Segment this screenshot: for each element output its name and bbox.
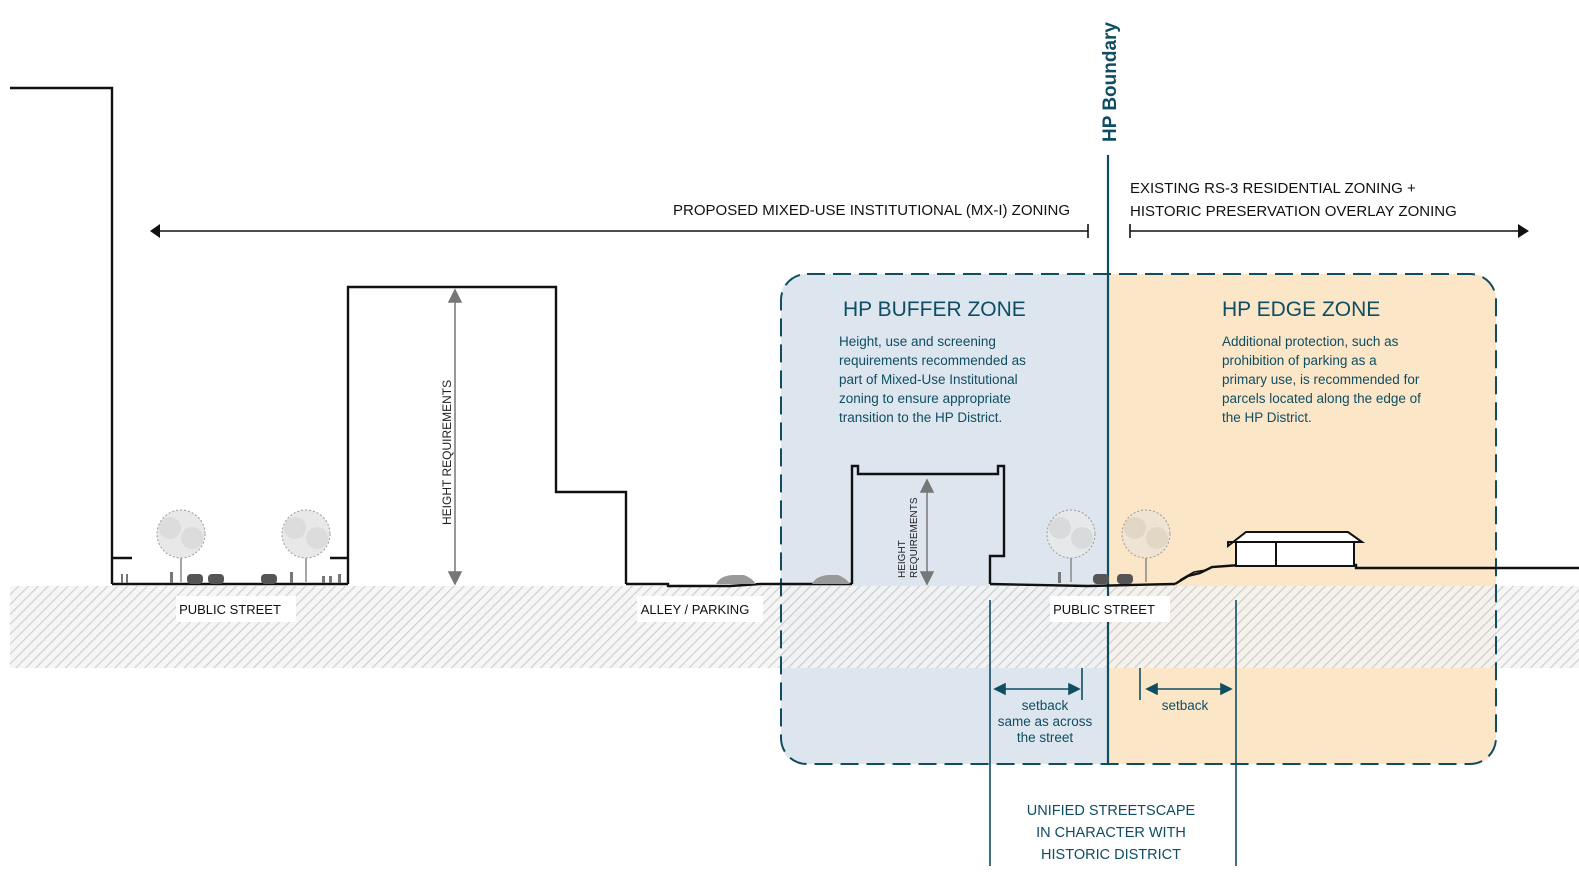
tree-left-2 [281,509,331,582]
mxi-zoning-arrow [150,224,1089,238]
porch-steps [1179,569,1207,581]
historic-house [1227,531,1366,567]
edge-zone-line-3: primary use, is recommended for [1222,372,1420,387]
edge-zone-title: HP EDGE ZONE [1222,298,1380,321]
streetscape-line1: UNIFIED STREETSCAPE [1027,803,1196,819]
public-street-left-label: PUBLIC STREET [179,602,281,617]
streetscape-line3: HISTORIC DISTRICT [1041,847,1181,863]
public-street-left-box [176,596,296,622]
building-profile [10,86,1579,588]
edge-zone-line-2: prohibition of parking as a [1222,353,1377,368]
public-street-right-box [1050,596,1170,622]
tree-left-1 [156,509,206,582]
zone-dashed-outline [780,273,1497,765]
rs3-zoning-arrow [1129,224,1529,238]
cars [187,574,1133,584]
height-requirements-label: HEIGHT REQUIREMENTS [440,380,454,525]
tree-right-2 [1121,509,1171,582]
buffer-zone-line-2: requirements recommended as [839,353,1026,368]
mxi-zoning-label: PROPOSED MIXED-USE INSTITUTIONAL (MX-I) … [673,202,1070,219]
edge-zone-line-5: the HP District. [1222,410,1312,425]
buffer-zone-title: HP BUFFER ZONE [843,298,1026,321]
streetscape-line2: IN CHARACTER WITH [1036,825,1186,841]
setback-right-label: setback [1162,698,1209,713]
hp-boundary-label: HP Boundary [1100,22,1121,142]
streetscape-bracket-lines [989,600,1237,866]
alley-parking-box [637,596,763,622]
buffer-zone-line-1: Height, use and screening [839,334,996,349]
setback-arrow-left [993,682,1081,696]
rs3-zoning-label-line1: EXISTING RS-3 RESIDENTIAL ZONING + [1130,180,1416,197]
tree-right-1 [1046,509,1096,582]
edge-zone-line-4: parcels located along the edge of [1222,391,1421,406]
edge-zone-line-1: Additional protection, such as [1222,334,1399,349]
buffer-zone-line-4: zoning to ensure appropriate [839,391,1011,406]
rs3-zoning-label-line2: HISTORIC PRESERVATION OVERLAY ZONING [1130,203,1457,220]
height-arrow-large [447,288,463,586]
setback-left-line2: same as across [998,714,1093,729]
buffer-zone-line-5: transition to the HP District. [839,410,1002,425]
height-small-label-2: REQUIREMENTS [909,497,920,578]
setback-arrow-right [1145,682,1233,696]
buffer-zone-line-3: part of Mixed-Use Institutional [839,372,1018,387]
setback-left-line1: setback [1022,698,1069,713]
height-small-label-1: HEIGHT [897,540,908,578]
alley-parking-label: ALLEY / PARKING [641,602,750,617]
height-arrow-small [919,478,935,586]
public-street-right-label: PUBLIC STREET [1053,602,1155,617]
pedestrians [121,572,1061,583]
setback-left-line3: the street [1017,730,1074,745]
